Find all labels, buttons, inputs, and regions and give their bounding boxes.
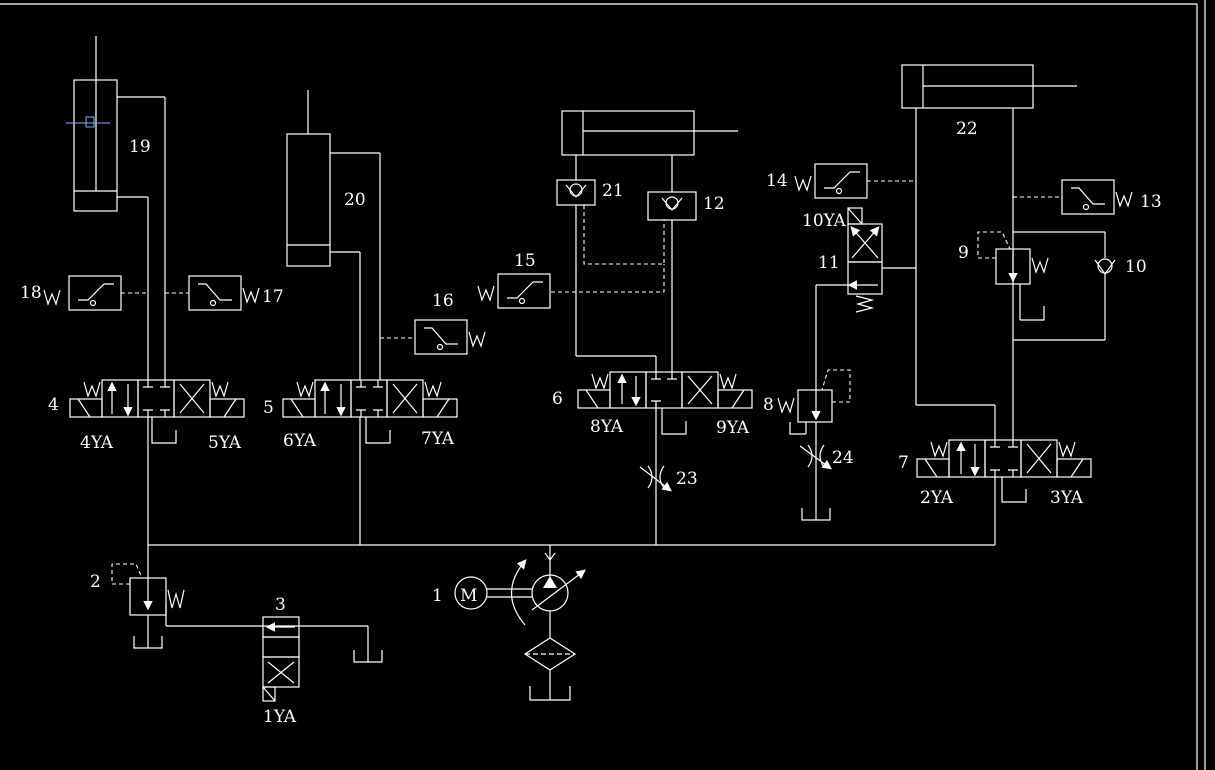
label-4YA: 4YA [80,433,114,453]
relief-valve-9: 9 [958,231,1105,321]
pilot-line-15 [551,264,665,293]
pressure-switch-15: 15 [477,251,551,309]
pressure-switch-18: 18 [20,275,148,311]
label-18: 18 [20,283,42,303]
cylinder-19: 19 [66,36,166,380]
label-7YA: 7YA [421,429,455,449]
label-2YA: 2YA [920,488,954,508]
spring-18 [43,289,61,306]
relief-valve-2: 2 [90,563,383,663]
cylinder-middle [561,110,738,192]
check-valve-10: 10 [1094,232,1147,340]
label-16: 16 [432,291,454,311]
label-10YA: 10YA [802,211,847,231]
throttle-valve-23: 23 [639,465,698,492]
directional-valve-5: 5 6YA 7YA [263,379,458,451]
label-8YA: 8YA [590,417,624,437]
motor-letter: M [460,586,477,606]
pilot-check-valve-12: 12 [647,191,725,372]
cylinder-22: 22 [882,64,1105,440]
directional-valve-7: 7 2YA 3YA [898,439,1092,508]
cylinder-20: 20 [286,90,381,380]
label-9: 9 [958,243,969,263]
solenoid-valve-11: 10YA 11 [802,207,883,392]
pressure-switch-13: 13 [1013,179,1162,215]
label-6YA: 6YA [283,431,317,451]
label-20: 20 [344,190,366,210]
label-8: 8 [763,395,774,415]
pilot-check-valve-21: 21 [556,179,657,372]
label-13: 13 [1140,192,1162,212]
label-5YA: 5YA [208,433,242,453]
label-2: 2 [90,572,101,592]
label-10: 10 [1125,257,1147,277]
directional-valve-4: 4 4YA 5YA [48,379,245,453]
motor-symbol [454,576,488,610]
label-6: 6 [552,389,563,409]
main-pressure-line [147,408,996,578]
label-11: 11 [818,253,840,273]
label-1: 1 [432,586,443,606]
label-4: 4 [48,395,59,415]
pressure-switch-17: 17 [165,275,284,311]
relief-valve-8: 8 [763,369,851,521]
label-19: 19 [129,137,151,157]
label-12: 12 [703,194,725,214]
pressure-switch-14: 14 [766,163,916,199]
label-5: 5 [263,398,274,418]
label-7: 7 [898,453,909,473]
pilot-line-21 [583,205,665,265]
solenoid-valve-3: 3 1YA [262,595,300,727]
directional-valve-6: 6 8YA 9YA [552,371,753,438]
label-3YA: 3YA [1050,488,1084,508]
label-15: 15 [514,251,536,271]
label-23: 23 [676,469,698,489]
label-21: 21 [602,181,624,201]
label-24: 24 [832,448,854,468]
pump-motor-group: M 1 [432,552,586,701]
label-22: 22 [956,119,978,139]
label-14: 14 [766,171,788,191]
label-17: 17 [262,287,284,307]
throttle-valve-24: 24 [799,444,854,470]
pressure-switch-16: 16 [380,291,486,355]
label-9YA: 9YA [716,418,750,438]
label-1YA: 1YA [263,707,297,727]
label-3: 3 [275,595,286,615]
